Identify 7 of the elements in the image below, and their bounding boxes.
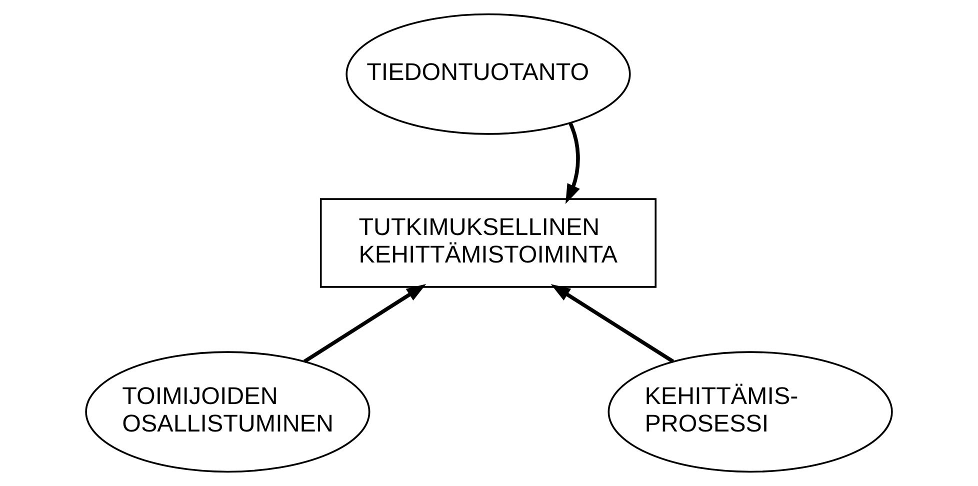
node-ellipse: KEHITTÄMIS- PROSESSI bbox=[608, 351, 893, 473]
arrow bbox=[550, 284, 674, 364]
node-box: TUTKIMUKSELLINEN KEHITTÄMISTOIMINTA bbox=[320, 198, 657, 288]
arrow bbox=[566, 122, 580, 204]
node-ellipse: TIEDONTUOTANTO bbox=[346, 13, 631, 135]
arrow bbox=[303, 284, 426, 364]
node-ellipse: TOIMIJOIDEN OSALLISTUMINEN bbox=[85, 351, 370, 473]
